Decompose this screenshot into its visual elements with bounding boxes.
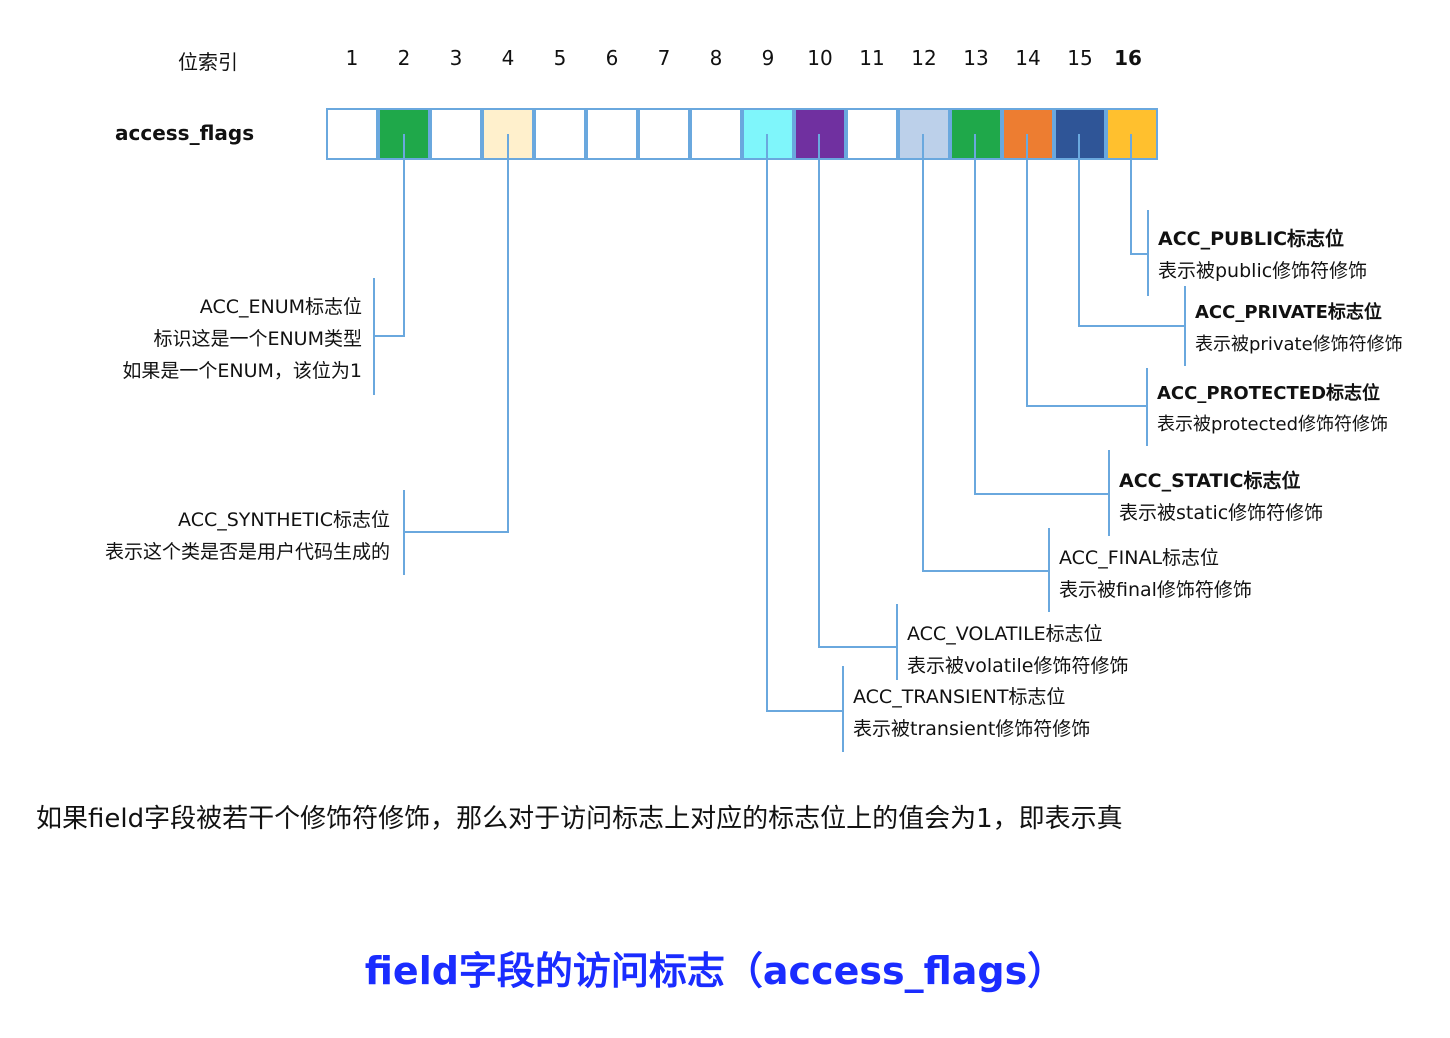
enum-desc-line1: 标识这是一个ENUM类型 xyxy=(153,328,362,350)
final-title: ACC_FINAL标志位 xyxy=(1059,547,1220,569)
connector-enum xyxy=(374,134,405,337)
private-title: ACC_PRIVATE标志位 xyxy=(1195,302,1382,323)
volatile-desc: 表示被volatile修饰符修饰 xyxy=(907,655,1129,677)
diagram-title: field字段的访问标志（access_flags） xyxy=(364,949,1066,993)
bit-index: 13 xyxy=(963,46,989,70)
bit-index: 2 xyxy=(397,46,411,70)
public-title: ACC_PUBLIC标志位 xyxy=(1158,228,1345,250)
connector-volatile xyxy=(818,134,897,648)
private-desc: 表示被private修饰符修饰 xyxy=(1195,334,1403,355)
bit-cell xyxy=(430,108,482,160)
bit-cell xyxy=(586,108,638,160)
protected-title: ACC_PROTECTED标志位 xyxy=(1157,383,1381,404)
connector-public xyxy=(1130,134,1148,255)
synthetic-desc: 表示这个类是否是用户代码生成的 xyxy=(104,541,390,563)
bit-index: 4 xyxy=(501,46,515,70)
bit-index: 3 xyxy=(449,46,463,70)
connector-static xyxy=(974,134,1109,495)
bit-cell xyxy=(690,108,742,160)
explanation-caption: 如果field字段被若干个修饰符修饰，那么对于访问标志上对应的标志位上的值会为1… xyxy=(36,804,1123,834)
transient-desc: 表示被transient修饰符修饰 xyxy=(853,718,1091,740)
bit-index: 8 xyxy=(709,46,723,70)
bit-index: 7 xyxy=(657,46,671,70)
bit-index-label: 位索引 xyxy=(178,50,238,74)
final-desc: 表示被final修饰符修饰 xyxy=(1059,579,1252,601)
connector-final xyxy=(922,134,1049,572)
connector-protected xyxy=(1026,134,1147,407)
enum-title: ACC_ENUM标志位 xyxy=(199,296,362,318)
synthetic-title: ACC_SYNTHETIC标志位 xyxy=(178,509,390,531)
connector-private xyxy=(1078,134,1185,327)
bit-cell xyxy=(534,108,586,160)
bit-index: 12 xyxy=(911,46,937,70)
connector-synthetic xyxy=(404,134,509,533)
static-title: ACC_STATIC标志位 xyxy=(1119,470,1301,492)
bit-index: 16 xyxy=(1114,46,1142,70)
bit-index: 5 xyxy=(553,46,567,70)
bit-index: 10 xyxy=(807,46,833,70)
bit-cell xyxy=(326,108,378,160)
bit-index: 9 xyxy=(761,46,775,70)
bit-index: 1 xyxy=(345,46,359,70)
bit-index: 14 xyxy=(1015,46,1041,70)
connector-transient xyxy=(766,134,843,712)
enum-desc-line2: 如果是一个ENUM，该位为1 xyxy=(122,360,362,382)
bit-cell xyxy=(638,108,690,160)
bit-index: 11 xyxy=(859,46,885,70)
access-flags-label: access_flags xyxy=(115,121,255,145)
bit-index: 15 xyxy=(1067,46,1093,70)
volatile-title: ACC_VOLATILE标志位 xyxy=(907,623,1103,645)
bit-cell xyxy=(846,108,898,160)
bit-index: 6 xyxy=(605,46,619,70)
transient-title: ACC_TRANSIENT标志位 xyxy=(853,686,1066,708)
protected-desc: 表示被protected修饰符修饰 xyxy=(1157,414,1389,435)
public-desc: 表示被public修饰符修饰 xyxy=(1158,260,1368,282)
static-desc: 表示被static修饰符修饰 xyxy=(1119,502,1324,524)
